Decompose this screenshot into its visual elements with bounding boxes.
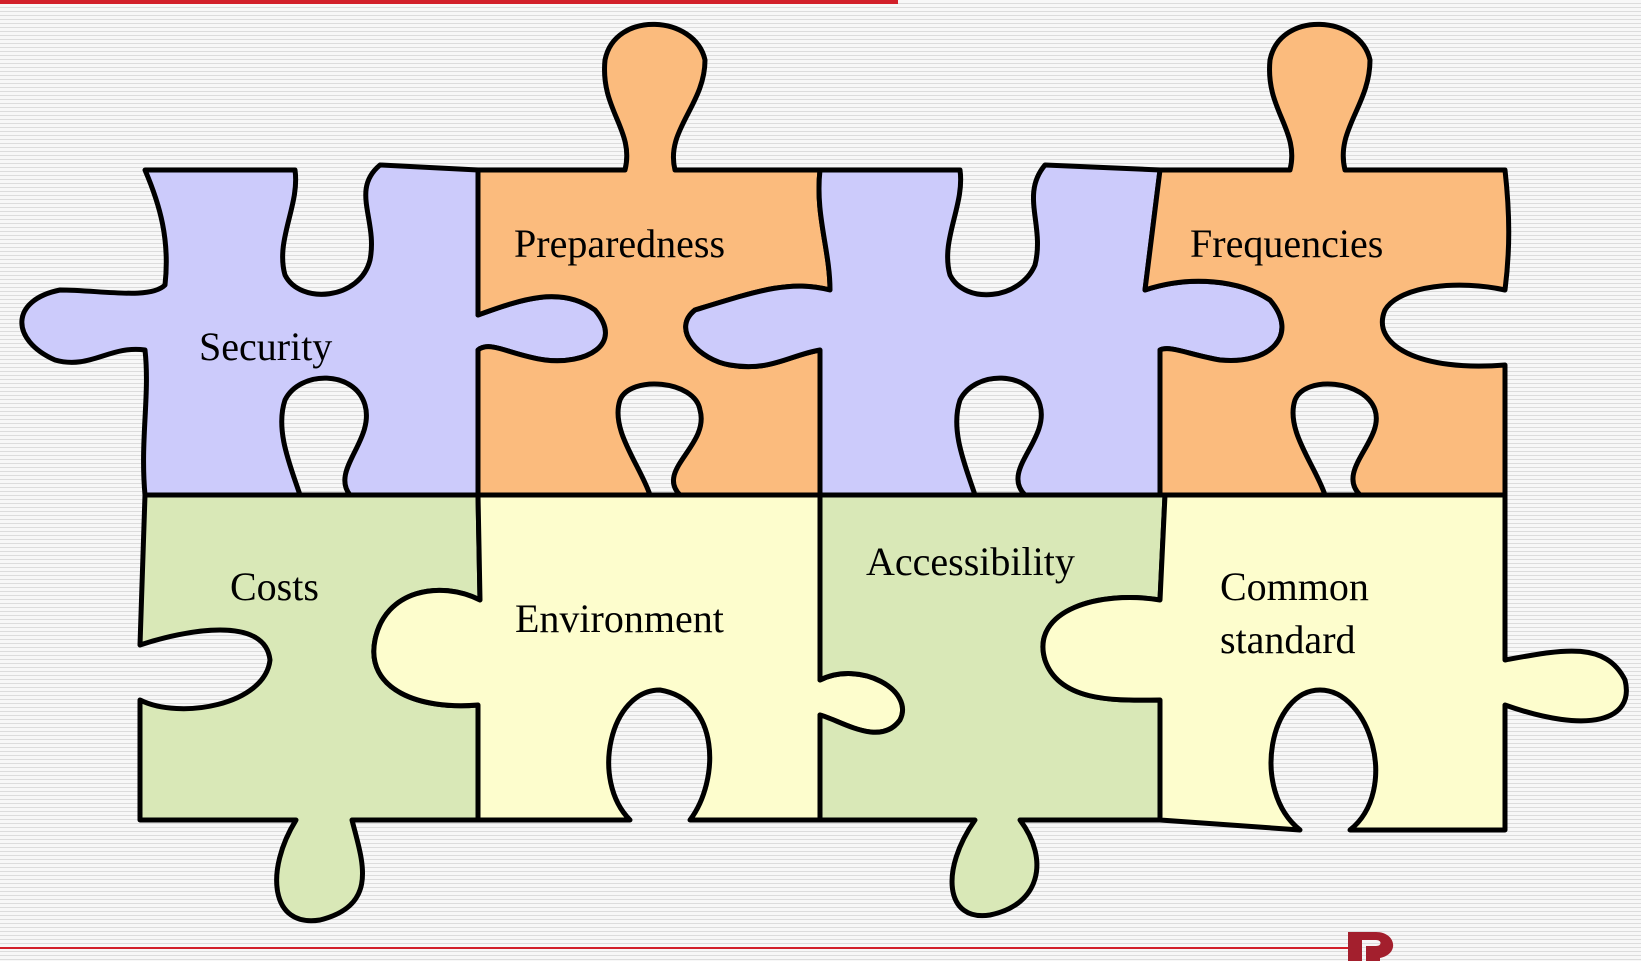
label-preparedness: Preparedness xyxy=(514,221,725,266)
top-accent-rule xyxy=(0,0,898,4)
logo-mark-icon xyxy=(1348,932,1394,961)
puzzle-piece-costs xyxy=(137,492,483,924)
label-accessibility: Accessibility xyxy=(866,539,1075,584)
puzzle-piece-frequencies xyxy=(1142,21,1512,498)
label-common-standard-line-1: Common xyxy=(1220,564,1369,609)
label-common-standard-line-2: standard xyxy=(1220,617,1356,662)
puzzle-piece-security xyxy=(19,162,608,498)
puzzle-piece-common-standard xyxy=(1040,492,1629,833)
label-environment: Environment xyxy=(515,596,724,641)
puzzle-piece-middle-blue xyxy=(683,162,1285,498)
bottom-accent-rule xyxy=(0,947,1350,949)
label-security: Security xyxy=(199,324,332,369)
label-frequencies: Frequencies xyxy=(1190,221,1383,266)
label-costs: Costs xyxy=(230,564,319,609)
